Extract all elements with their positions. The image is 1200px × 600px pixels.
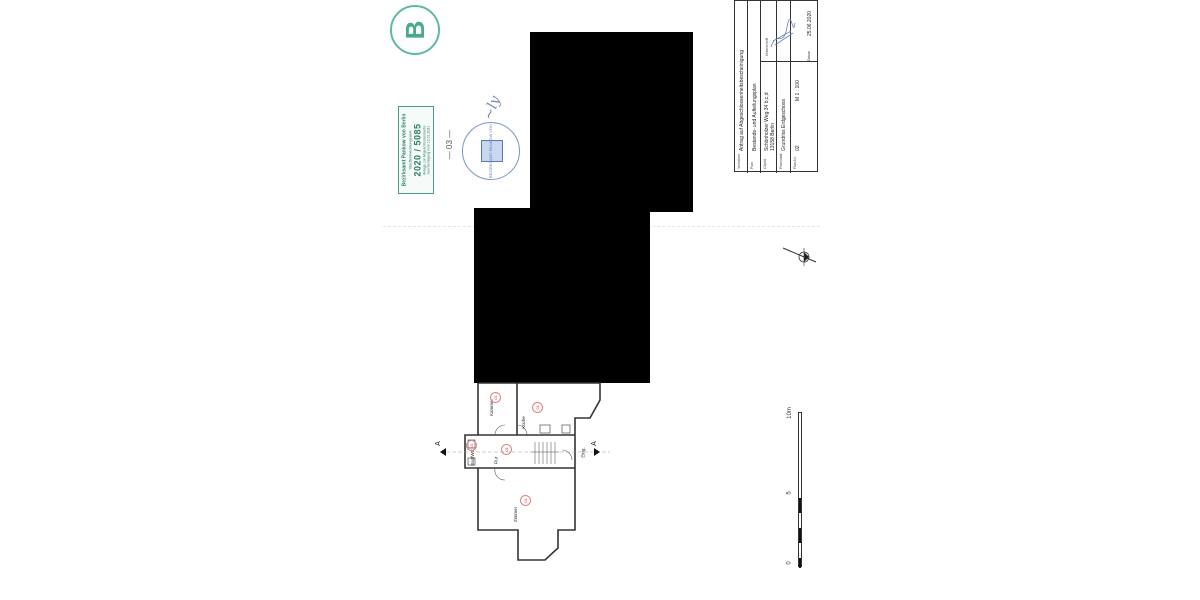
official-seal: BEZIRKSAMT PANKOW VON BERLIN (462, 122, 549, 180)
tb-value: Grundriss Erdgeschoss (781, 99, 787, 151)
north-arrow-icon (782, 247, 817, 266)
tb-value: Antrag auf Abgeschlossenheitsbescheinigu… (739, 50, 745, 151)
page-mark: — 03 — (445, 129, 455, 160)
stamp-note-2: bescheinigung vom (426, 144, 431, 175)
bear-emblem-icon (481, 140, 503, 162)
floor-plan (440, 382, 610, 561)
room-label-bad: Bad/WC (469, 449, 475, 466)
room-number-flur: 01 (501, 444, 512, 455)
tb-signature-area: Unterschrift (761, 1, 818, 62)
scale-label-0: 0 (786, 561, 793, 565)
tb-label: Planinhalt (779, 153, 783, 169)
tb-label: Plan-Nr. (793, 156, 797, 169)
tb-label: Vorhaben (737, 154, 741, 169)
title-block: Vorhaben Antrag auf Abgeschlossenheitsbe… (734, 0, 818, 173)
section-marker-right: A (590, 441, 598, 446)
tb-value: 02 (795, 145, 801, 151)
stamp-file-number: 2020 / 5085 (412, 123, 423, 177)
redaction-block-upper (530, 32, 693, 212)
room-number-zimmer: 01 (520, 495, 531, 506)
scale-segment (799, 498, 801, 513)
tb-value: 13158 Berlin (770, 122, 776, 151)
room-number-bad: 01 (466, 440, 477, 451)
scale-label-10m: 10m (786, 407, 793, 419)
signature-icon (770, 19, 796, 48)
scale-bar (798, 412, 802, 568)
redaction-block-lower (474, 208, 650, 383)
approval-stamp: Bezirksamt Pankow von Berlin Stadtentwic… (398, 106, 434, 194)
room-label-zimmer: Zimmer (513, 506, 519, 523)
seal-text: BEZIRKSAMT PANKOW VON BERLIN (488, 124, 549, 178)
tb-row-objekt: Objekt Schönholzer Weg 34 b,c,d 13158 Be… (761, 1, 777, 173)
tb-row-vorhaben: Vorhaben Antrag auf Abgeschlossenheitsbe… (735, 1, 748, 173)
tb-label: Plan (750, 161, 754, 169)
room-label-kueche: Küche (520, 416, 526, 429)
entrance-label: Eing. (580, 447, 586, 458)
room-number-kueche: 01 (532, 402, 543, 413)
scale-segment (799, 528, 801, 543)
section-marker-left: A (434, 441, 442, 446)
room-label-flur: Flur (493, 456, 499, 465)
tb-label: Objekt (763, 158, 767, 169)
b-stamp: B (390, 5, 440, 55)
stamp-date: 12.01.2021 (426, 125, 431, 144)
room-number-kammer: 01 (490, 392, 501, 403)
tb-scale: M 1 : 100 (795, 80, 801, 101)
scale-label-5: 5 (786, 491, 793, 495)
tb-value: Bestands- und Aufteilungsplan (752, 83, 758, 151)
b-stamp-letter: B (399, 20, 430, 40)
tb-row-plan: Plan Bestands- und Aufteilungsplan (748, 1, 761, 173)
tb-row-planinhalt: Planinhalt Grundriss Erdgeschoss (777, 1, 791, 173)
scale-segment (799, 558, 801, 568)
